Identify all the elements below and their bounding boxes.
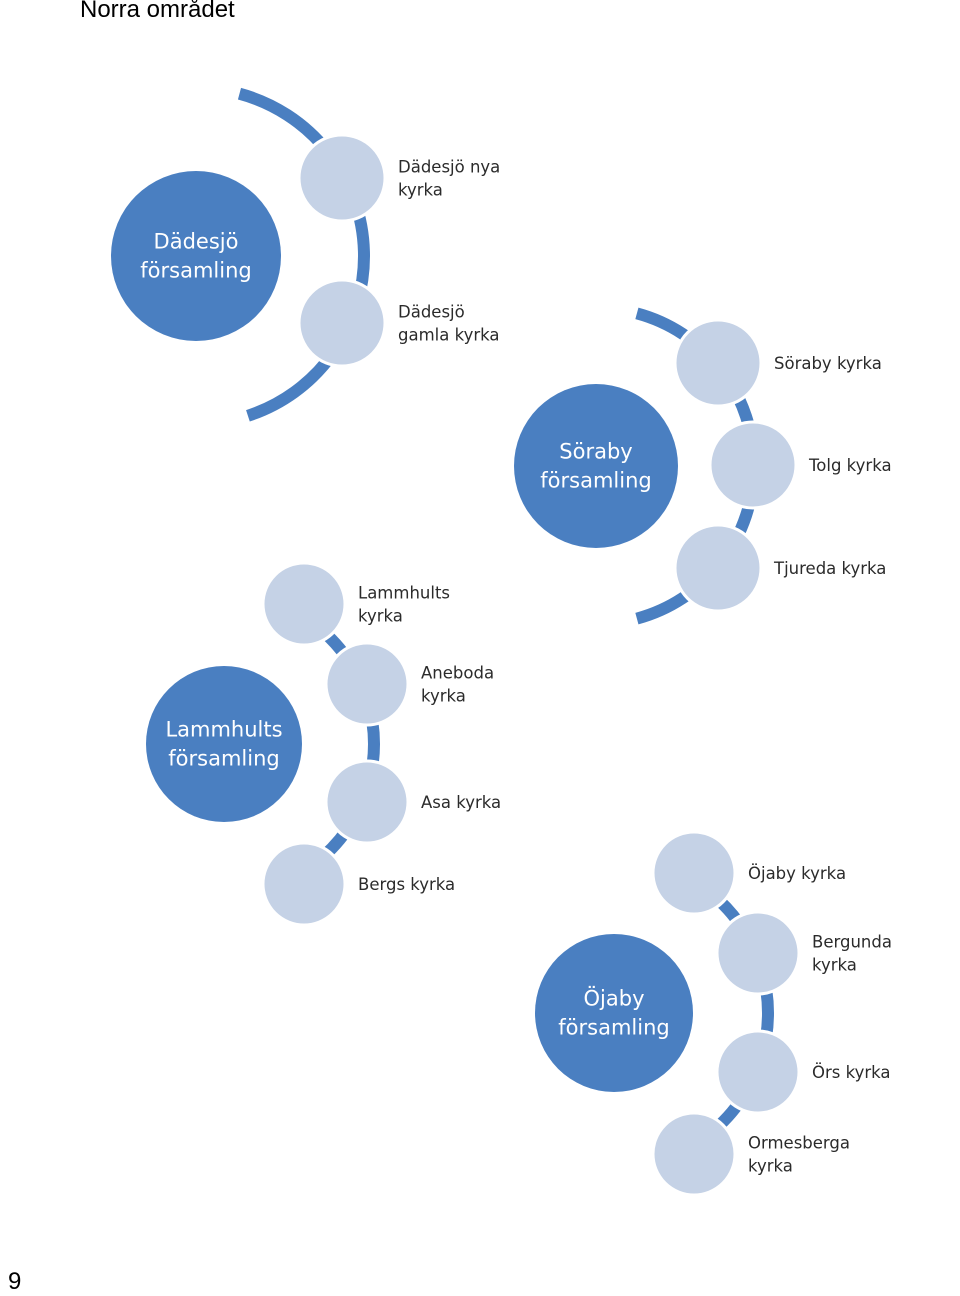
parish-label: församling xyxy=(140,259,251,283)
church-label: Dädesjö nya xyxy=(398,158,500,177)
parish-circle xyxy=(514,384,678,548)
church-circle xyxy=(297,133,387,223)
church-circle xyxy=(651,1111,737,1197)
church-label: kyrka xyxy=(398,181,443,200)
parish-circle xyxy=(535,934,693,1092)
church-label: Tolg kyrka xyxy=(808,456,892,475)
church-label: Tjureda kyrka xyxy=(773,559,886,578)
church-label: Aneboda xyxy=(421,664,494,683)
parish-label: församling xyxy=(168,747,279,771)
page-title: Norra området xyxy=(80,0,235,23)
church-label: Örs kyrka xyxy=(812,1063,891,1082)
church-label: kyrka xyxy=(812,956,857,975)
parish-label: församling xyxy=(540,469,651,493)
parish-label: Öjaby xyxy=(584,986,645,1011)
parish-label: Söraby xyxy=(559,440,632,464)
connector-arc xyxy=(237,87,370,422)
church-circle xyxy=(673,318,763,408)
church-circle xyxy=(708,420,798,510)
church-circle xyxy=(715,1029,801,1115)
church-circle xyxy=(261,841,347,927)
church-label: Dädesjö xyxy=(398,303,465,322)
church-label: Ormesberga xyxy=(748,1134,850,1153)
church-label: Bergs kyrka xyxy=(358,875,455,894)
church-label: Asa kyrka xyxy=(421,793,501,812)
church-label: kyrka xyxy=(748,1157,793,1176)
church-label: Söraby kyrka xyxy=(774,354,882,373)
church-circle xyxy=(324,759,410,845)
church-circle xyxy=(297,278,387,368)
parish-label: Dädesjö xyxy=(154,230,239,254)
church-label: Lammhults xyxy=(358,584,450,603)
parish-circle xyxy=(146,666,302,822)
parish-label: församling xyxy=(558,1016,669,1040)
church-label: Öjaby kyrka xyxy=(748,864,846,883)
church-circle xyxy=(324,641,410,727)
church-circle xyxy=(673,523,763,613)
church-circle xyxy=(261,561,347,647)
church-label: kyrka xyxy=(358,607,403,626)
parish-circle xyxy=(111,171,281,341)
church-label: gamla kyrka xyxy=(398,326,500,345)
church-label: kyrka xyxy=(421,687,466,706)
church-circle xyxy=(715,910,801,996)
church-label: Bergunda xyxy=(812,933,892,952)
parish-label: Lammhults xyxy=(165,718,282,742)
church-circle xyxy=(651,830,737,916)
page-number: 9 xyxy=(8,1268,22,1295)
